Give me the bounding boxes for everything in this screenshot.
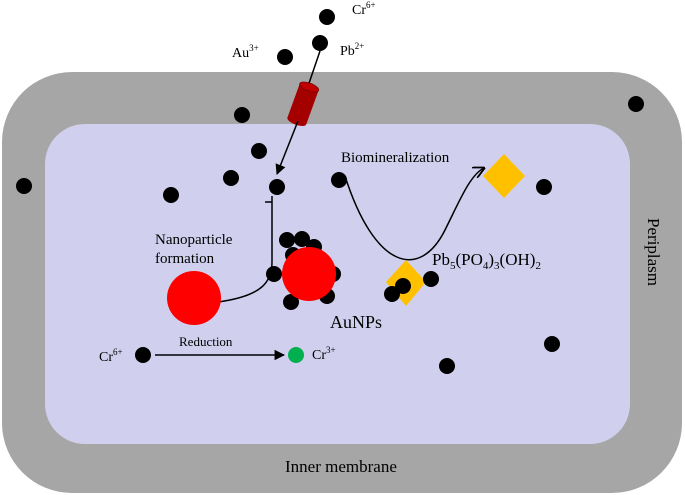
ion-periplasm-left — [16, 178, 32, 194]
ion-mineral-3 — [423, 271, 439, 287]
transport-arrow — [275, 120, 299, 175]
ion-mineral-2 — [395, 278, 411, 294]
label-cr3: Cr3+ — [312, 345, 336, 363]
ion-au3-outside — [277, 49, 293, 65]
ion-cyto-3 — [163, 187, 179, 203]
ion-cyto-7 — [544, 336, 560, 352]
nanoparticle-formation-path — [217, 196, 273, 303]
ion-cyto-2 — [223, 170, 239, 186]
ion-cyto-8 — [439, 358, 455, 374]
ion-cyto-4 — [269, 179, 285, 195]
label-nanoparticle-line2: formation — [155, 251, 215, 267]
ion-cyto-6 — [536, 179, 552, 195]
au-nanoparticle-small — [167, 271, 221, 325]
label-nanoparticle-line1: Nanoparticle — [155, 232, 233, 248]
label-periplasm: Periplasm — [644, 218, 663, 286]
ion-cr6-reduction — [135, 347, 151, 363]
ion-periplasm-right — [628, 96, 644, 112]
ion-cr6-outside — [319, 9, 335, 25]
biomineralization-path — [344, 168, 484, 261]
au-nanoparticle-cluster — [266, 231, 341, 310]
label-aunps: AuNPs — [330, 312, 382, 332]
ion-cyto-5 — [331, 172, 347, 188]
ion-periplasm-top — [234, 107, 250, 123]
ion-cr3-reduced — [288, 347, 304, 363]
label-cr6-top: Cr6+ — [352, 0, 376, 18]
label-reduction: Reduction — [179, 334, 233, 349]
label-pb2: Pb2+ — [340, 41, 364, 59]
label-au3: Au3+ — [232, 43, 259, 61]
label-inner-membrane: Inner membrane — [285, 457, 397, 476]
cytoplasm-region — [45, 124, 630, 444]
membrane-transporter — [287, 81, 320, 126]
ion-mineral-1 — [384, 286, 400, 302]
mineral-crystal-top — [483, 154, 525, 198]
label-cr6-left: Cr6+ — [99, 347, 123, 365]
ion-cyto-1 — [251, 143, 267, 159]
ion-pb2-outside — [312, 35, 328, 51]
label-biomineralization: Biomineralization — [341, 150, 450, 166]
label-mineral-formula: Pb5(PO4)3(OH)2 — [432, 250, 541, 272]
